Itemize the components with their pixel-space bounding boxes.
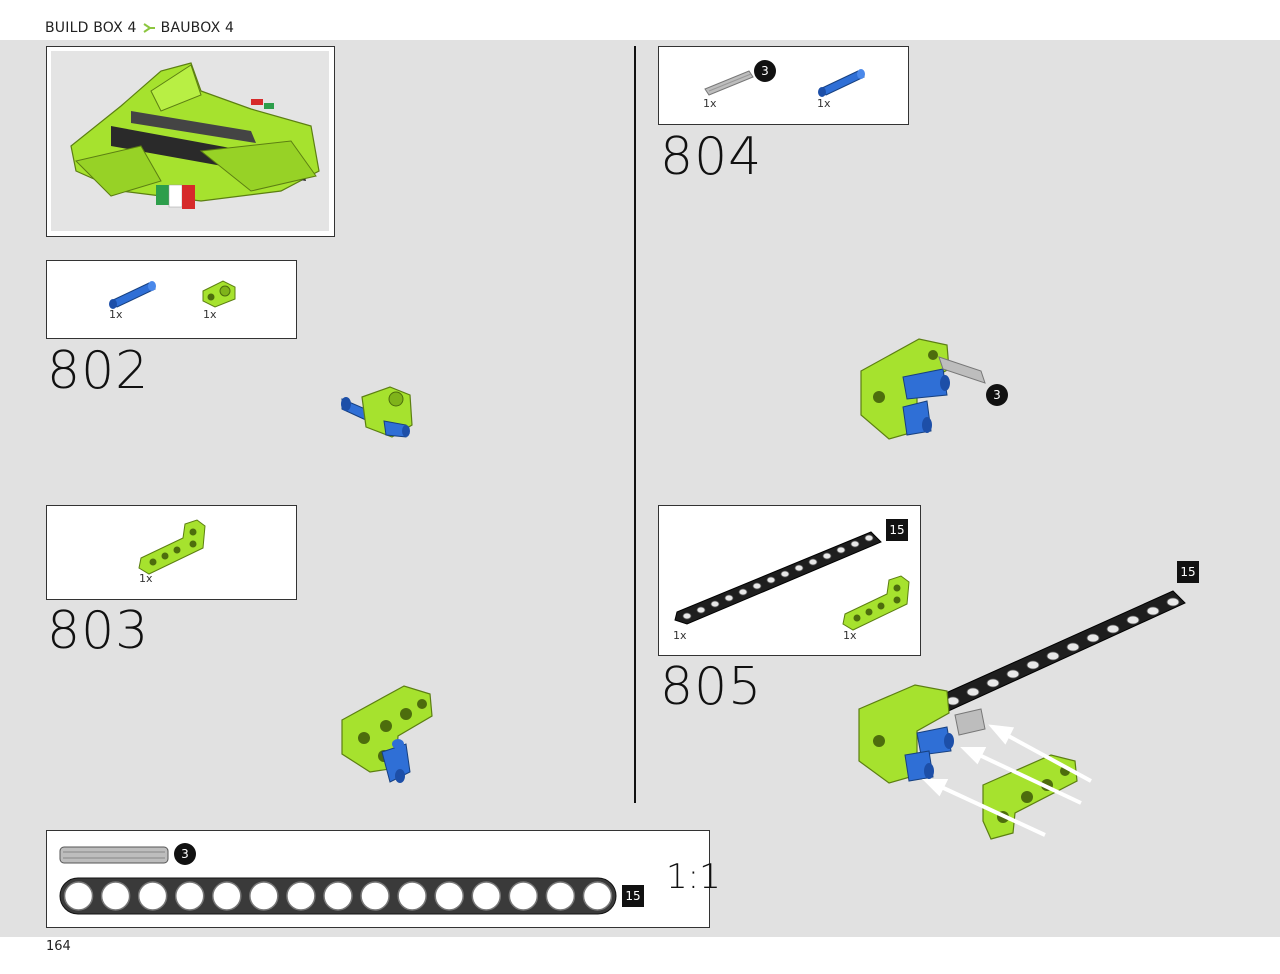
beam-hole <box>174 881 205 911</box>
axle-callout-badge: 3 <box>986 384 1008 406</box>
scale-ruler-box: 3 15 1:1 <box>46 830 721 928</box>
blue-pin-icon <box>109 281 156 309</box>
step-number-802: 802 <box>47 341 150 401</box>
beam-hole <box>323 881 353 911</box>
step-802-assembly <box>341 386 413 438</box>
step-802-parts-box: 1x 1x <box>46 260 297 339</box>
beam-hole <box>508 881 539 911</box>
beam-hole <box>397 881 427 911</box>
beam-callout-badge: 15 <box>1177 561 1199 583</box>
step-803-parts-box: 1x <box>46 505 297 600</box>
part-qty: 1x <box>139 572 153 585</box>
part-qty: 1x <box>817 97 831 110</box>
beam-hole <box>434 881 464 911</box>
page-number: 164 <box>46 939 71 954</box>
header-right-label: BAUBOX 4 <box>160 20 235 36</box>
header-breadcrumb: BUILD BOX 4 BAUBOX 4 <box>45 20 234 36</box>
beam-hole <box>100 881 131 911</box>
beam-hole <box>471 881 502 911</box>
model-overview-image <box>51 51 329 231</box>
step-805-assembly <box>858 590 1186 840</box>
axle-qty-badge: 3 <box>754 60 776 82</box>
part-qty: 1x <box>673 629 687 642</box>
part-qty: 1x <box>843 629 857 642</box>
axle-ruler-badge: 3 <box>174 843 196 865</box>
step-number-805: 805 <box>660 657 763 717</box>
axle-ruler-icon <box>59 846 169 864</box>
model-overview-box <box>46 46 335 237</box>
step-number-804: 804 <box>660 127 763 187</box>
black-beam-icon <box>674 531 882 625</box>
page-header: BUILD BOX 4 BAUBOX 4 <box>0 0 1280 40</box>
beam-hole <box>545 881 576 911</box>
part-qty: 1x <box>109 308 123 321</box>
gray-axle-icon <box>704 70 754 96</box>
beam-hole <box>137 881 168 911</box>
beam-hole <box>360 881 390 911</box>
beam-hole <box>286 881 316 911</box>
part-qty: 1x <box>703 97 717 110</box>
beam-hole <box>249 881 279 911</box>
scale-label: 1:1 <box>666 857 721 897</box>
beam-hole <box>582 881 613 911</box>
step-number-803: 803 <box>47 601 150 661</box>
beam-ruler-badge: 15 <box>622 885 644 907</box>
part-qty: 1x <box>203 308 217 321</box>
beam-ruler-icon <box>59 877 617 915</box>
beam-qty-badge: 15 <box>886 519 908 541</box>
header-left-label: BUILD BOX 4 <box>45 20 137 36</box>
step-803-assembly <box>341 685 433 783</box>
beam-hole <box>63 881 94 911</box>
step-804-parts-box: 3 1x 1x <box>658 46 909 125</box>
beam-hole <box>212 881 242 911</box>
step-805-parts-box: 15 1x 1x <box>658 505 921 656</box>
step-804-assembly <box>860 338 986 440</box>
lime-l-beam-icon <box>842 575 910 631</box>
lime-l-beam-icon <box>138 519 206 575</box>
column-divider <box>634 46 636 803</box>
blue-pin-icon <box>818 69 865 97</box>
chevron-right-icon <box>143 23 155 33</box>
lime-connector-icon <box>202 280 236 308</box>
